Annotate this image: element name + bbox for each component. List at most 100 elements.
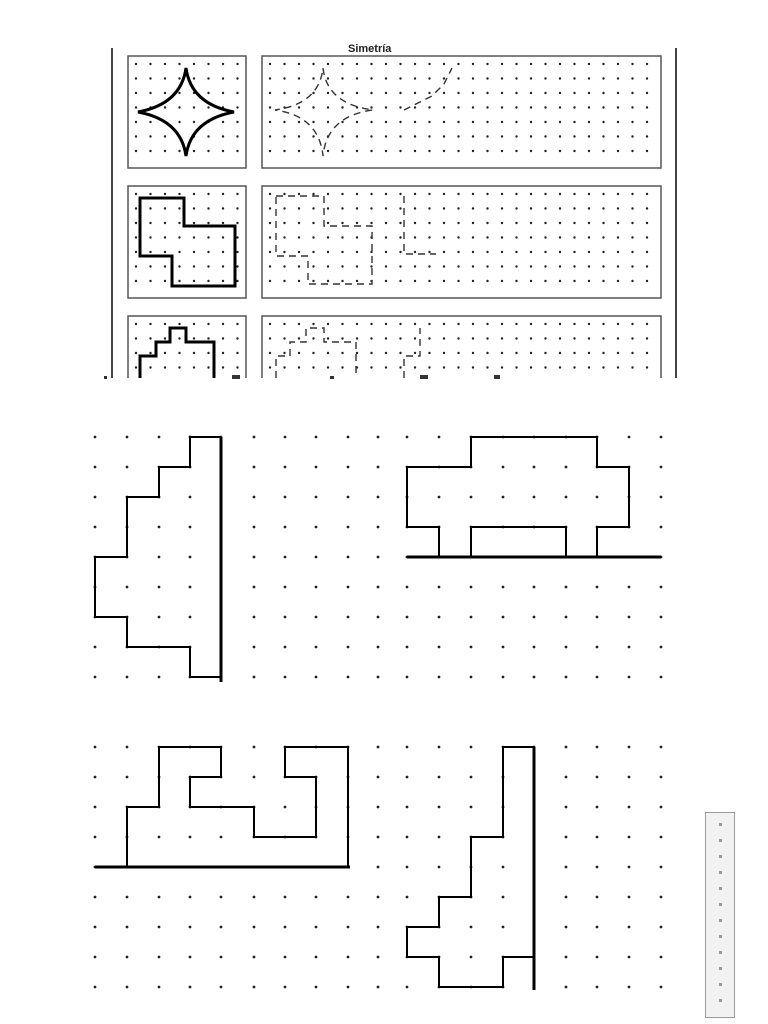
grid-dot [564,585,568,589]
grid-dot [163,279,167,283]
grid-dot [341,106,344,109]
grid-dot [616,351,620,355]
grid-dot [437,495,441,499]
grid-dot [659,895,663,899]
grid-dot [529,337,533,340]
grid-dot [134,135,138,138]
grid-dot [486,366,489,369]
grid-dot [399,91,402,95]
grid-dot [163,77,167,80]
grid-dot [384,351,388,355]
grid-dot [469,615,473,619]
grid-dot [157,525,161,529]
grid-dot [178,149,181,153]
grid-dot [192,279,196,283]
grid-dot [631,207,634,210]
grid-dot [149,322,152,326]
grid-dot [471,279,475,283]
grid-dot [471,207,475,210]
grid-dot [631,265,634,268]
grid-dot [471,149,475,153]
grid-dot [501,615,505,619]
grid-dot [564,465,568,469]
grid-dot [178,192,181,196]
grid-dot [207,192,210,196]
grid-dot [178,279,181,283]
grid-dot [544,337,547,340]
grid-dot [207,236,210,239]
grid-dot [486,250,489,254]
grid-dot [442,236,446,239]
grid-dot [399,236,402,239]
grid-dot [297,192,301,196]
grid-dot [221,279,225,283]
grid-dot [457,351,460,355]
grid-dot [457,366,460,369]
grid-dot [515,351,518,355]
grid-dot [645,279,649,283]
grid-dot [442,322,446,326]
strip-mark [719,983,722,986]
grid-dot [341,62,344,66]
grid-dot [399,351,402,355]
grid-dot [93,465,97,469]
grid-dot [529,149,533,153]
grid-dot [529,91,533,95]
grid-dot [376,745,380,749]
grid-dot [221,366,225,369]
exercise-4 [406,746,536,990]
grid-dot [125,775,129,779]
grid-dot [149,91,152,95]
grid-dot [602,322,605,326]
grid-dot [587,120,591,124]
grid-dot [515,337,518,340]
grid-dot [602,207,605,210]
grid-dot [376,955,380,959]
grid-dot [442,265,446,268]
grid-dot [457,337,460,340]
grid-dot [236,322,239,326]
grid-dot [587,135,591,138]
grid-dot [326,366,330,369]
grid-dot [341,149,344,153]
grid-dot [93,925,97,929]
grid-dot [442,120,446,124]
grid-dot [355,221,359,225]
grid-dot [564,955,568,959]
grid-dot [437,805,441,809]
grid-dot [573,250,576,254]
grid-dot [428,207,431,210]
grid-dot [283,555,287,559]
grid-dot [268,62,272,66]
grid-dot [236,337,239,340]
grid-dot [297,322,301,326]
grid-dot [442,135,446,138]
page-thumbnail-strip[interactable] [705,812,735,1018]
grid-dot [602,120,605,124]
grid-dot [558,366,562,369]
grid-dot [529,236,533,239]
grid-dot [149,265,152,268]
grid-dot [384,135,388,138]
grid-dot [616,236,620,239]
grid-dot [384,77,388,80]
grid-dot [355,192,359,196]
grid-dot [93,985,97,989]
grid-dot [312,91,315,95]
grid-dot [236,351,239,355]
grid-dot [125,465,129,469]
grid-dot [297,366,301,369]
grid-dot [573,77,576,80]
grid-dot [515,279,518,283]
strip-mark [719,951,722,954]
grid-dot [370,106,373,109]
grid-dot [428,62,431,66]
grid-dot [573,192,576,196]
grid-dot [558,351,562,355]
grid-dot [149,250,152,254]
grid-dot [149,149,152,153]
grid-dot [486,135,489,138]
grid-dot [149,221,152,225]
grid-dot [157,925,161,929]
